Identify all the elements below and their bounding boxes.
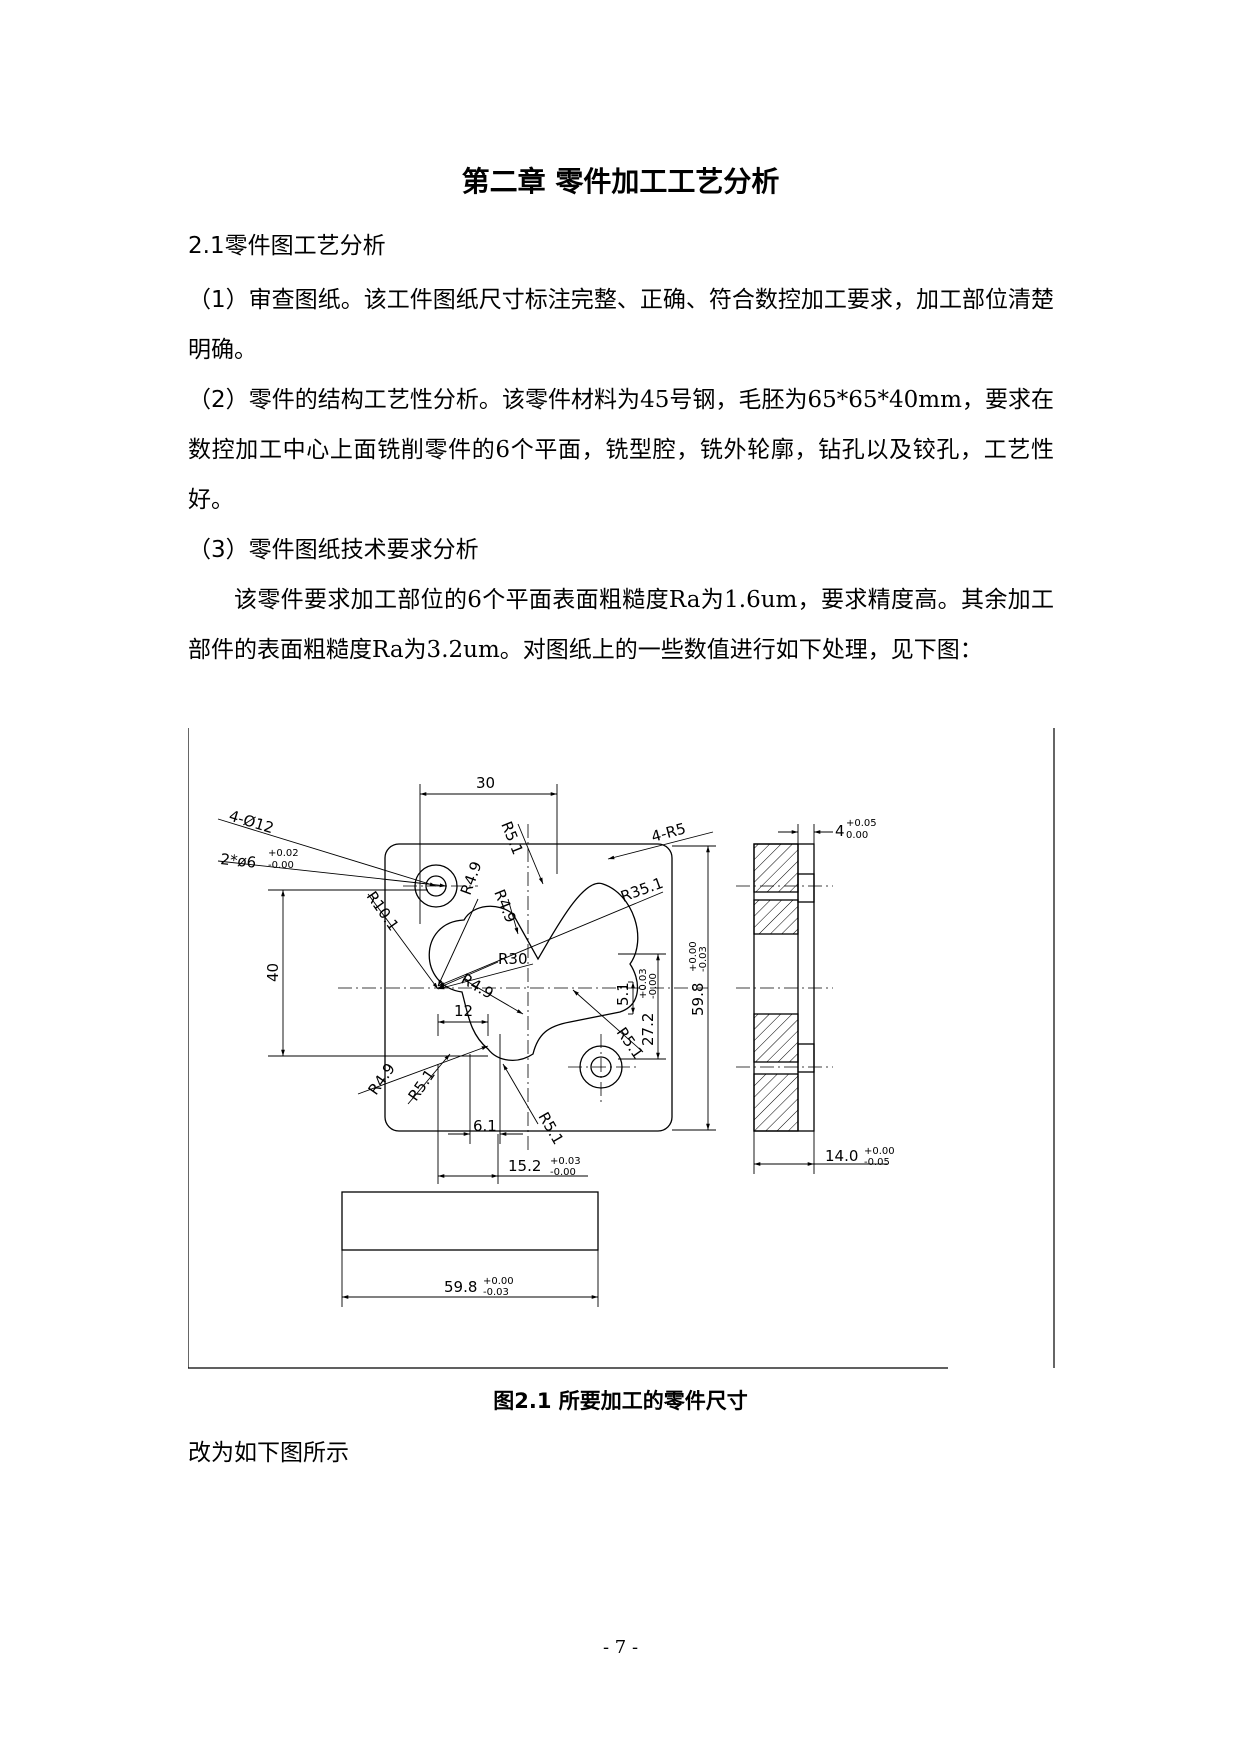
bottom-view-dimensions [341, 1250, 599, 1307]
dim-R4-9-d: R4.9 [365, 1060, 399, 1098]
dim-R30: R30 [498, 950, 528, 968]
dim-4-tol-dn: 0.00 [846, 830, 868, 841]
paragraph-2-lead: （2）零件的结构工艺性分析。 [188, 387, 502, 413]
dim-R10-1: R10.1 [363, 888, 403, 934]
figure-caption: 图2.1 所要加工的零件尺寸 [493, 1389, 748, 1413]
plate-bottom-view [341, 1191, 599, 1251]
dim-R4-9-a: R4.9 [457, 859, 486, 897]
dim-15-2: 15.2 [508, 1157, 541, 1175]
part-drawing: 30 4-Ø12 2*ø6 +0.02 -0.00 R5.1 4-R5 R10.… [188, 728, 1055, 1369]
chapter-title: 第二章 零件加工工艺分析 [461, 165, 780, 198]
dim-14-0-tol-up: +0.00 [864, 1146, 895, 1157]
dim-R5-1-bot: R5.1 [405, 1066, 439, 1104]
dim-14-0-tol-dn: -0.05 [864, 1157, 890, 1168]
dim-30: 30 [476, 774, 495, 792]
dim-40: 40 [264, 963, 282, 982]
dim-4-phi12: 4-Ø12 [227, 807, 276, 838]
dimension-lines [217, 784, 716, 1184]
dim-R5-1-top: R5.1 [497, 819, 527, 858]
dim-12: 12 [454, 1002, 473, 1020]
dim-2-phi6-tol-dn: -0.00 [268, 860, 294, 871]
after-figure-text: 改为如下图所示 [188, 1440, 349, 1466]
dim-14-0: 14.0 [825, 1147, 858, 1165]
dim-59-8-h-tol-up: +0.00 [483, 1276, 514, 1287]
dim-15-2-tol-up: +0.03 [550, 1156, 581, 1167]
dim-2-phi6: 2*ø6 [220, 850, 257, 872]
dim-27-2: 27.2 [639, 1013, 657, 1046]
paragraph-3-lead: （3）零件图纸技术要求分析 [188, 537, 479, 563]
page-number: - 7 - [602, 1637, 639, 1658]
section-title: 2.1零件图工艺分析 [188, 233, 386, 259]
dim-6-1: 6.1 [473, 1117, 497, 1135]
paragraph-1-text: 该工件图纸尺寸标注完整、正确、符合数控加工要求，加工部位清楚明确。 [188, 287, 1055, 363]
dim-2-phi6-tol-up: +0.02 [268, 848, 299, 859]
dim-59-8-v-tol-dn: -0.03 [698, 946, 709, 972]
paragraph-1: （1）审查图纸。该工件图纸尺寸标注完整、正确、符合数控加工要求，加工部位清楚明确… [188, 275, 1054, 375]
body-paragraph: 该零件要求加工部位的6个平面表面粗糙度Ra为1.6um，要求精度高。其余加工部件… [188, 587, 1054, 663]
dim-27-2-tol-up: +0.03 [638, 968, 649, 999]
dim-59-8-v-tol-up: +0.00 [688, 941, 699, 972]
side-view-dimensions [736, 824, 888, 1174]
dimension-labels: 30 4-Ø12 2*ø6 +0.02 -0.00 R5.1 4-R5 R10.… [220, 774, 895, 1298]
dim-59-8-v: 59.8 [689, 983, 707, 1016]
plate-side-view [753, 843, 815, 1132]
dim-R5-1-low: R5.1 [535, 1109, 568, 1148]
dim-15-2-tol-dn: -0.00 [550, 1167, 576, 1178]
dim-4: 4 [835, 822, 845, 840]
figure-frame [188, 728, 1055, 1369]
dim-4-tol-up: +0.05 [846, 818, 877, 829]
paragraph-2-text: 该零件材料为45号钢，毛胚为65*65*40mm，要求在数控加工中心上面铣削零件… [188, 387, 1054, 513]
dim-59-8-h-tol-dn: -0.03 [483, 1287, 509, 1298]
paragraph-1-lead: （1）审查图纸。 [188, 287, 364, 313]
dim-27-2-tol-dn: -0.00 [648, 973, 659, 999]
dim-5-1: 5.1 [614, 982, 632, 1006]
dim-59-8-h: 59.8 [444, 1278, 477, 1296]
paragraph-2: （2）零件的结构工艺性分析。该零件材料为45号钢，毛胚为65*65*40mm，要… [188, 375, 1054, 525]
paragraph-3: （3）零件图纸技术要求分析 [188, 525, 1054, 575]
dim-4-R5: 4-R5 [649, 819, 687, 845]
part-drawing-figure: 30 4-Ø12 2*ø6 +0.02 -0.00 R5.1 4-R5 R10.… [188, 724, 1056, 1369]
